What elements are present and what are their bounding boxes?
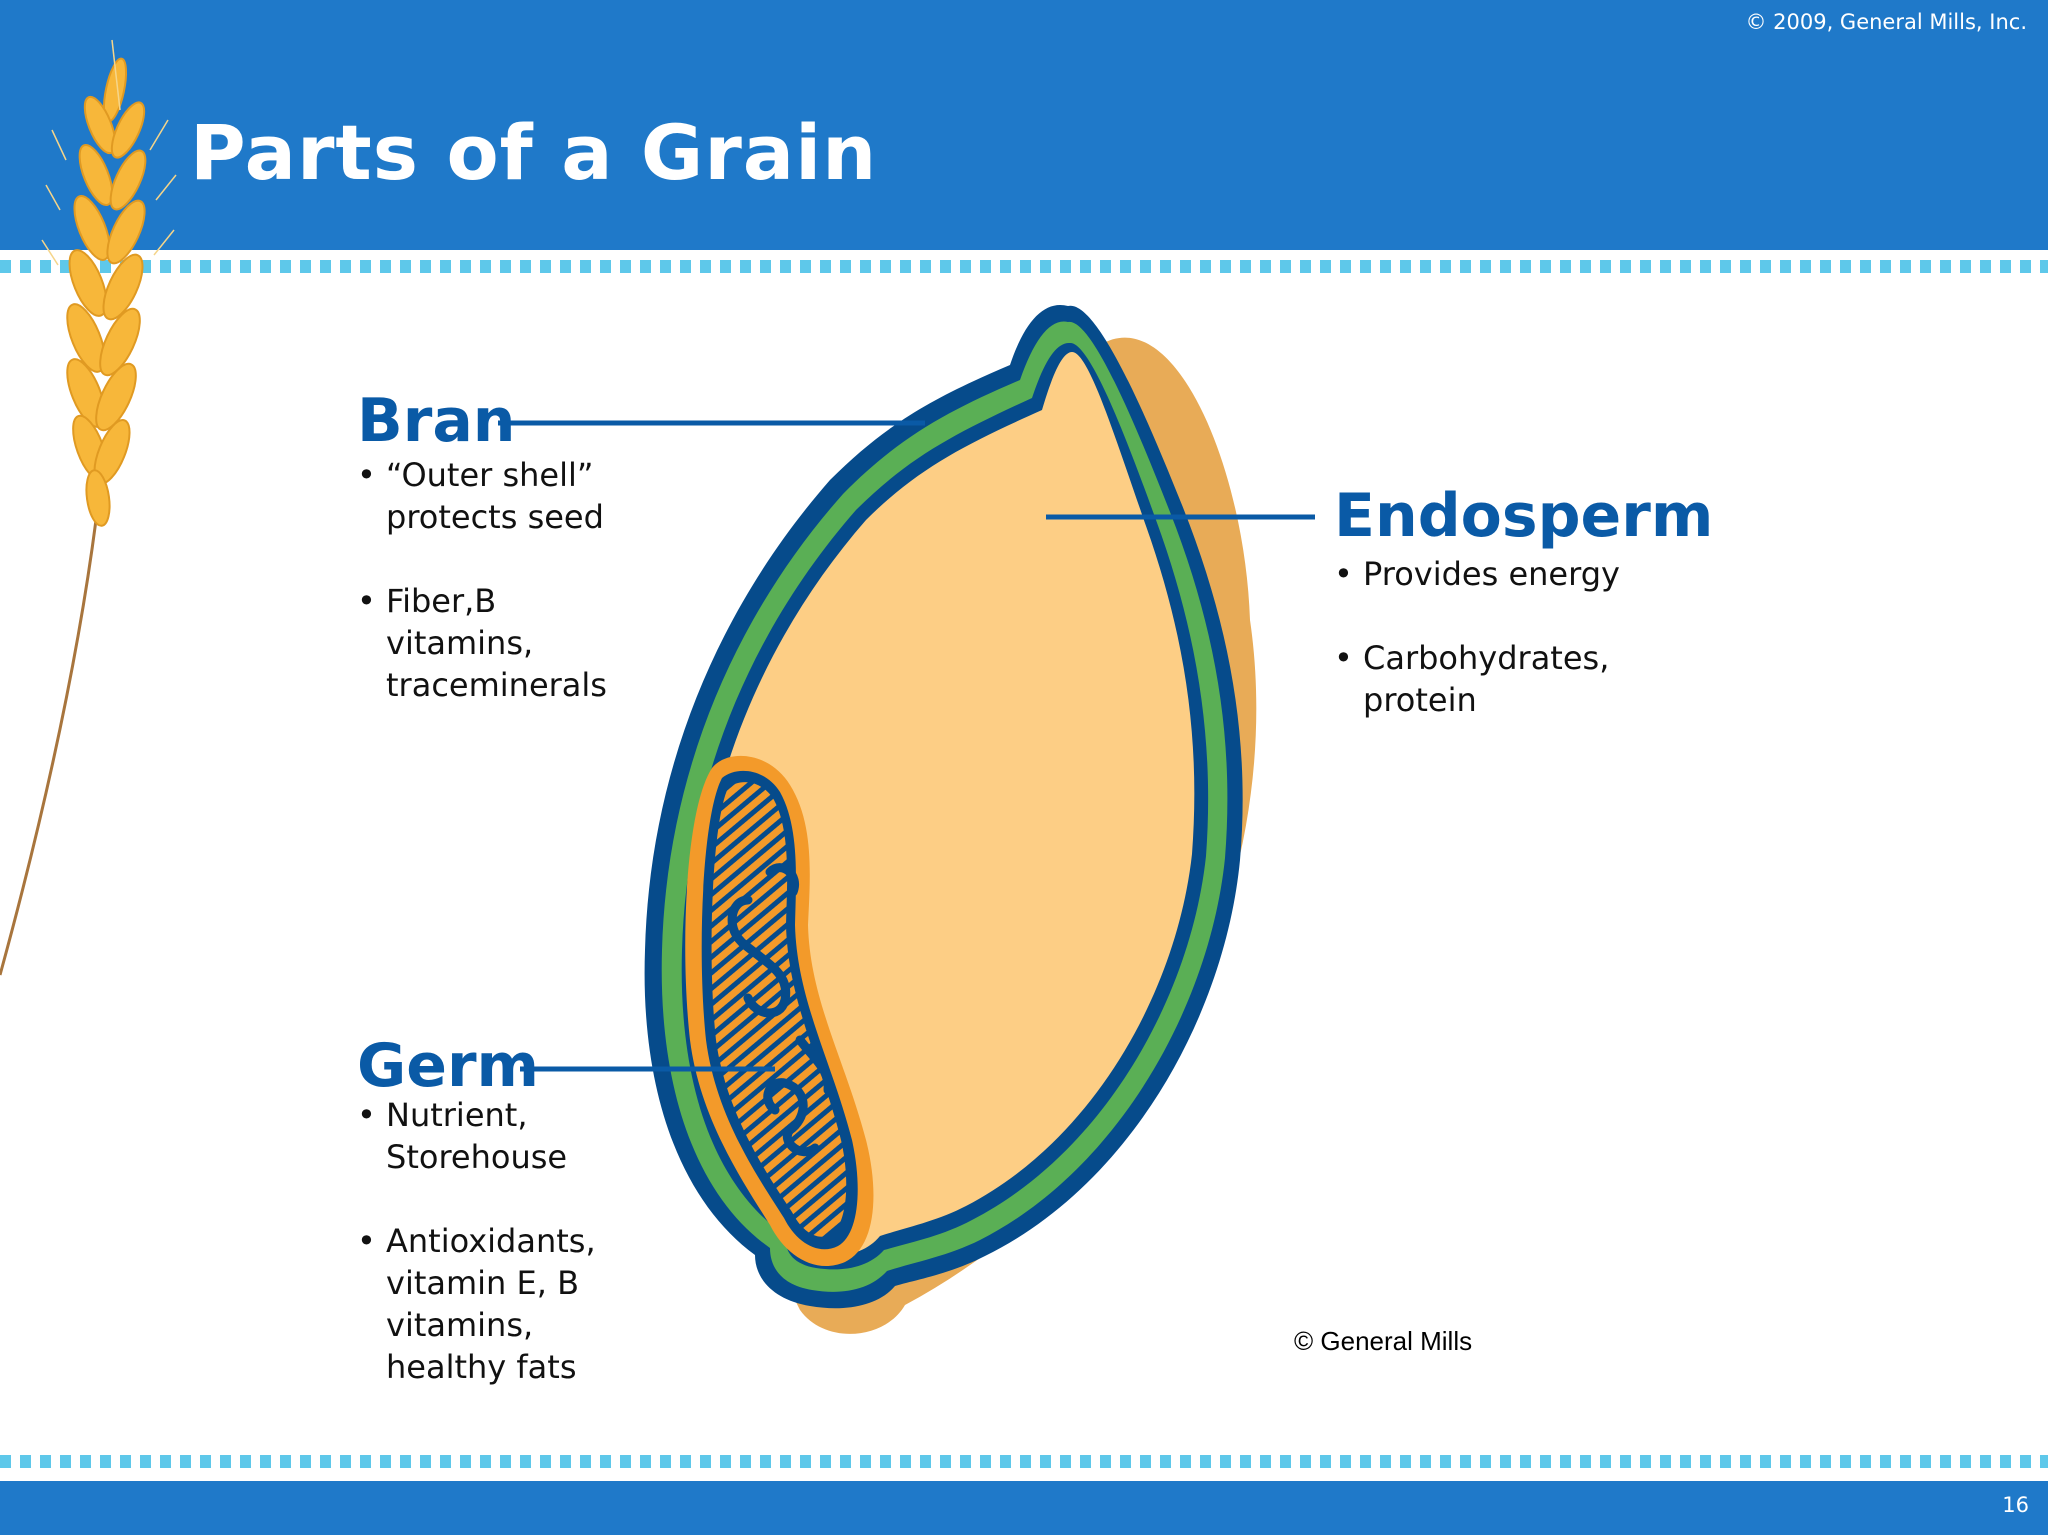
germ (685, 755, 874, 1267)
copyright-notice: © 2009, General Mills, Inc. (1745, 10, 2027, 34)
bran-bullets: “Outer shell” protects seed Fiber,B vita… (357, 454, 647, 748)
bran-bullet-2: Fiber,B vitamins, traceminerals (357, 580, 616, 706)
germ-bullets: Nutrient, Storehouse Antioxidants, vitam… (357, 1094, 617, 1430)
endosperm-label: Endosperm (1334, 481, 1714, 551)
endosperm-bullet-1: Provides energy (1334, 553, 1664, 595)
endosperm-bullet-2: Carbohydrates, protein (1334, 637, 1643, 721)
endosperm-bullets: Provides energy Carbohydrates, protein (1334, 553, 1664, 763)
slide-header: © 2009, General Mills, Inc. Parts of a G… (0, 0, 2048, 250)
slide-footer: 16 (0, 1481, 2048, 1535)
image-credit: © General Mills (1294, 1326, 1473, 1356)
bran-bullet-1: “Outer shell” protects seed (357, 454, 647, 538)
dotted-divider-bottom (0, 1455, 2048, 1468)
germ-bullet-2: Antioxidants, vitamin E, B vitamins, hea… (357, 1220, 616, 1388)
germ-bullet-1: Nutrient, Storehouse (357, 1094, 617, 1178)
germ-label: Germ (357, 1031, 540, 1101)
slide-title: Parts of a Grain (190, 108, 878, 197)
wheat-ear-icon (0, 39, 177, 976)
page-number: 16 (2002, 1493, 2029, 1517)
dotted-divider-top (0, 260, 2048, 273)
bran-label: Bran (357, 386, 516, 456)
